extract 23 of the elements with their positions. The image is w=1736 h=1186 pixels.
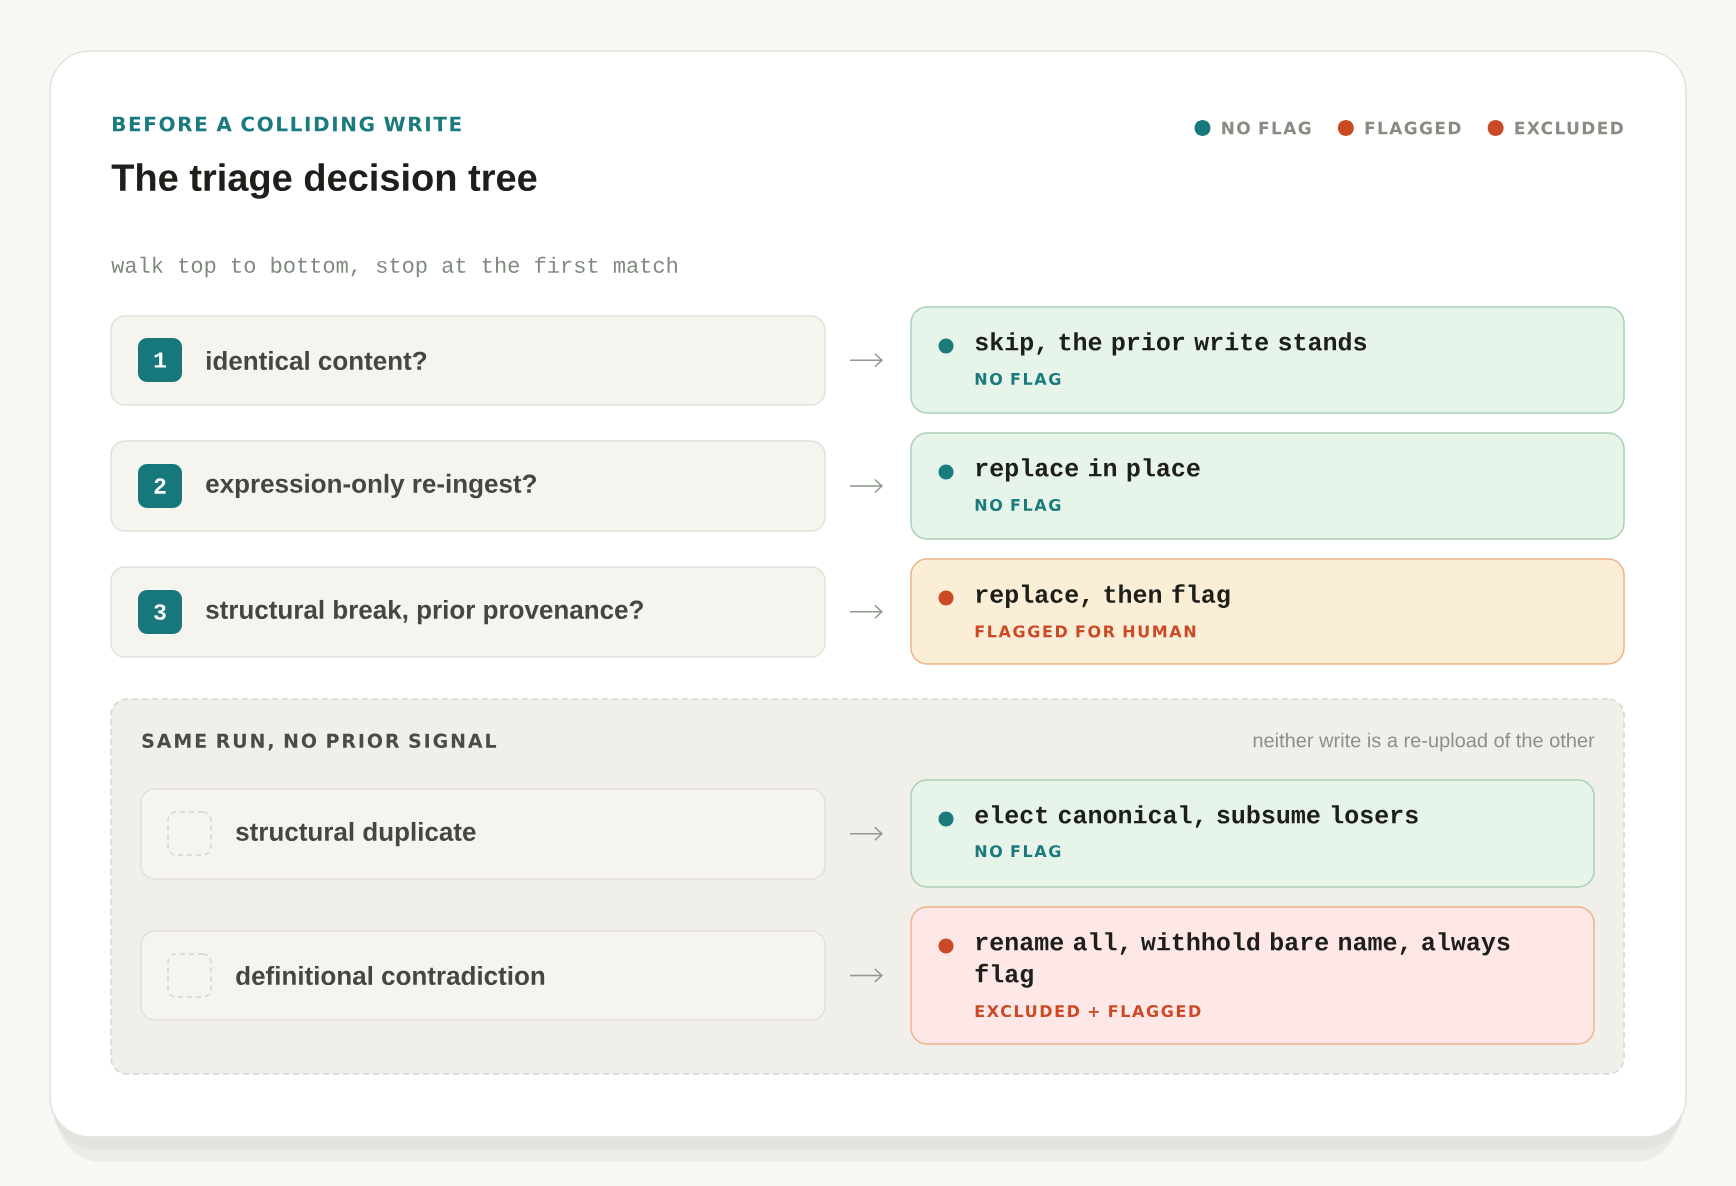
status-tag: NO FLAG xyxy=(975,845,1061,858)
legend-label: EXCLUDED xyxy=(1515,121,1623,135)
outcome-text: elect canonical, subsume losers xyxy=(975,805,1418,828)
question-text: structural duplicate xyxy=(236,821,476,847)
status-tag: EXCLUDED + FLAGGED xyxy=(975,1005,1201,1018)
question-text: expression-only re-ingest? xyxy=(206,473,536,499)
legend-label: FLAGGED xyxy=(1365,121,1461,135)
status-tag: FLAGGED FOR HUMAN xyxy=(975,625,1196,638)
status-tag: NO FLAG xyxy=(975,372,1061,385)
question-text: structural break, prior provenance? xyxy=(206,599,643,625)
outcome-text: skip, the prior write stands xyxy=(975,332,1366,356)
status-tag: NO FLAG xyxy=(975,498,1061,511)
question-text: identical content? xyxy=(207,350,427,371)
outcome-text: replace, then flag xyxy=(976,584,1230,608)
outcome-text: rename all, withhold bare name, always flag xyxy=(975,932,1510,988)
group-heading: SAME RUN, NO PRIOR SIGNAL xyxy=(142,733,497,751)
title: The triage decision tree xyxy=(111,163,537,199)
outcome-text: replace in place xyxy=(976,458,1200,482)
overline-text: BEFORE A COLLIDING WRITE xyxy=(113,116,461,132)
question-text: definitional contradiction xyxy=(236,965,545,986)
group-note: neither write is a re-upload of the other xyxy=(1253,732,1595,752)
legend-label: NO FLAG xyxy=(1222,121,1311,135)
instruction-text: walk top to bottom, stop at the first match xyxy=(111,256,677,278)
